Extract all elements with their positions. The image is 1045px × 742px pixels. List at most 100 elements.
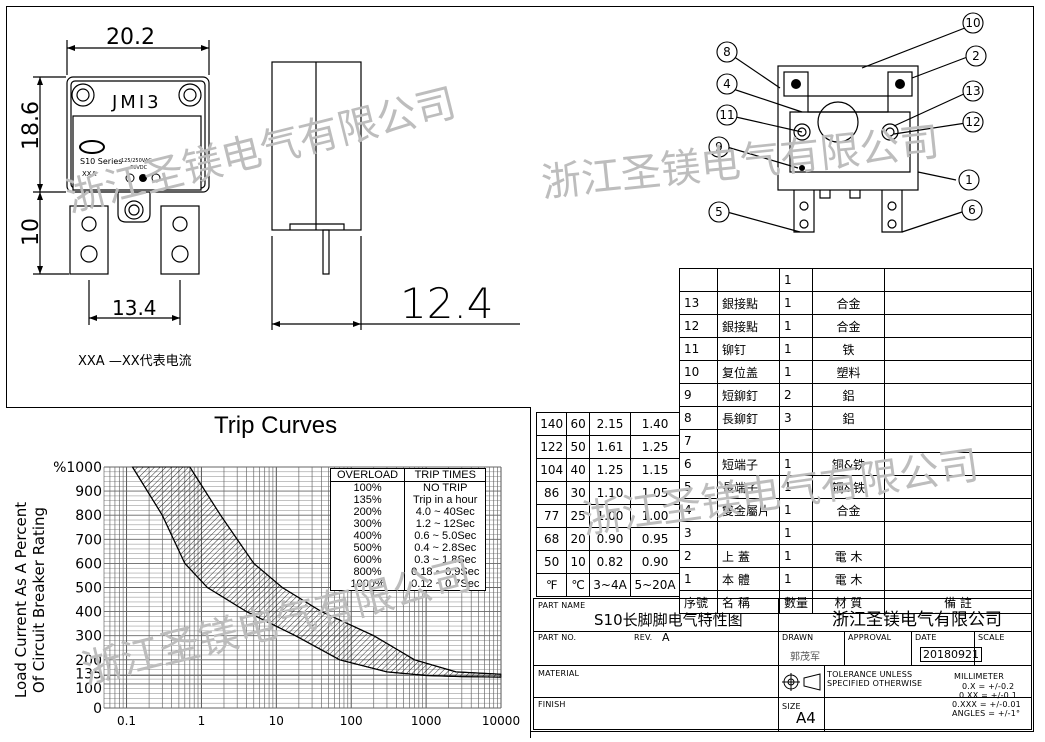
temp-cell: 140	[535, 412, 568, 436]
temp-cell: 50	[566, 435, 590, 459]
callout-5: 5	[715, 205, 723, 219]
bom-cell-no: 5	[679, 475, 718, 499]
bom-cell-no: 12	[679, 314, 718, 338]
bom-cell-name: 本 體	[717, 567, 780, 591]
temp-cell: 40	[566, 458, 590, 482]
bom-cell-material: 铁	[812, 337, 886, 361]
bom-cell-name	[717, 521, 780, 545]
bom-cell-name: 短端子	[717, 452, 780, 476]
temp-cell: 0.82	[588, 550, 632, 574]
bom-cell-no: 3	[679, 521, 718, 545]
tol-line-2: 0.XX = +/-0.1	[959, 691, 1017, 700]
mechanical-drawing: 20.2 18.6 10 13.4 12.4 JMI3 S10 Series 1…	[19, 25, 520, 330]
bom-cell-no: 8	[679, 406, 718, 430]
cert-mark	[151, 173, 161, 183]
bom-cell-material	[812, 268, 886, 292]
units-label: MILLIMETER	[954, 672, 1004, 681]
dim-tab-spacing: 13.4	[112, 296, 157, 320]
temp-cell: 1.10	[588, 481, 632, 505]
dim-height-left: 18.6	[19, 101, 44, 150]
bom-cell-qty: 2	[778, 383, 814, 407]
chart-title: Trip Curves	[214, 412, 338, 439]
temp-header-row: ℉ ℃ 3~4A 5~20A	[535, 573, 680, 597]
dim-width-top: 20.2	[106, 25, 155, 50]
temp-cell: 1.61	[588, 435, 632, 459]
date-label: DATE	[915, 633, 937, 642]
company-name: 浙江圣镁电气有限公司	[832, 610, 1002, 630]
trip-table-cell: 0.4 ~ 2.8Sec	[414, 542, 477, 554]
bom-header-row: 序號 名 稱 數量 材 質 備 註	[679, 590, 1032, 614]
bom-cell-material: 合金	[812, 498, 886, 522]
device-code: XXA	[82, 170, 97, 178]
bom-cell-material	[812, 429, 886, 453]
bom-cell-no: 9	[679, 383, 718, 407]
bom-cell-name: 長端子	[717, 475, 780, 499]
temp-cell: 0.95	[630, 527, 680, 551]
temp-header-c: ℃	[566, 573, 590, 597]
series-line	[189, 466, 502, 675]
bom-cell-material: 鋁	[812, 383, 886, 407]
bom-cell-no: 4	[679, 498, 718, 522]
temp-cell: 30	[566, 481, 590, 505]
material-label: MATERIAL	[538, 669, 580, 678]
drawn-value: 郭茂军	[790, 652, 820, 663]
bom-header-material: 材 質	[812, 590, 886, 614]
bom-cell-qty: 1	[778, 314, 814, 338]
bom-cell-note	[884, 498, 1032, 522]
bom-cell-no: 7	[679, 429, 718, 453]
trip-table-cell: 200%	[330, 506, 406, 518]
bom-cell-material: 塑料	[812, 360, 886, 384]
callout-10: 10	[965, 16, 980, 30]
bom-cell-qty: 1	[778, 360, 814, 384]
trip-table-cell: 800%	[330, 566, 406, 578]
bom-cell-name: 上 蓋	[717, 544, 780, 568]
x-tick-label: 1000	[411, 714, 442, 728]
callout-13: 13	[965, 84, 980, 98]
temp-cell: 1.00	[588, 504, 632, 528]
temp-cell: 20	[566, 527, 590, 551]
bom-cell-material: 合金	[812, 291, 886, 315]
chart-y-label: Load Current As A PercentOf Circuit Brea…	[12, 502, 48, 698]
bom-cell-note	[884, 406, 1032, 430]
tol-line-4: ANGLES = +/-1°	[952, 709, 1021, 718]
part-no-label: PART NO.	[538, 633, 577, 642]
y-tick-label: 0	[93, 701, 102, 717]
device-label: JMI3	[111, 92, 162, 113]
callout-12: 12	[965, 115, 980, 129]
bom-cell-no	[679, 268, 718, 292]
y-tick-label: 400	[75, 605, 102, 621]
bom-row: 7	[679, 429, 1032, 453]
x-tick-label: 1	[198, 714, 206, 728]
cert-mark	[139, 174, 147, 182]
bom-cell-qty: 1	[778, 291, 814, 315]
temp-cell: 0.90	[588, 527, 632, 551]
legend-note: XXA —XX代表电流	[78, 354, 192, 369]
device-rating-1: 125/250VAC	[121, 158, 152, 164]
bom-cell-no: 6	[679, 452, 718, 476]
temp-cell: 25	[566, 504, 590, 528]
trip-table-cell: 300%	[330, 518, 406, 530]
device-series: S10 Series	[80, 157, 122, 166]
bom-row: 1	[679, 268, 1032, 292]
bom-cell-qty: 1	[778, 544, 814, 568]
trip-table-cell: 0.3 ~ 1.8Sec	[414, 554, 477, 566]
temp-cell: 50	[535, 550, 568, 574]
part-name-label: PART NAME	[538, 601, 586, 610]
trip-table-cell: 400%	[330, 530, 406, 542]
temp-cell: 60	[566, 412, 590, 436]
trip-table-cell: 1000%	[330, 578, 406, 591]
temp-cell: 122	[535, 435, 568, 459]
y-tick-label: 800	[75, 508, 102, 524]
